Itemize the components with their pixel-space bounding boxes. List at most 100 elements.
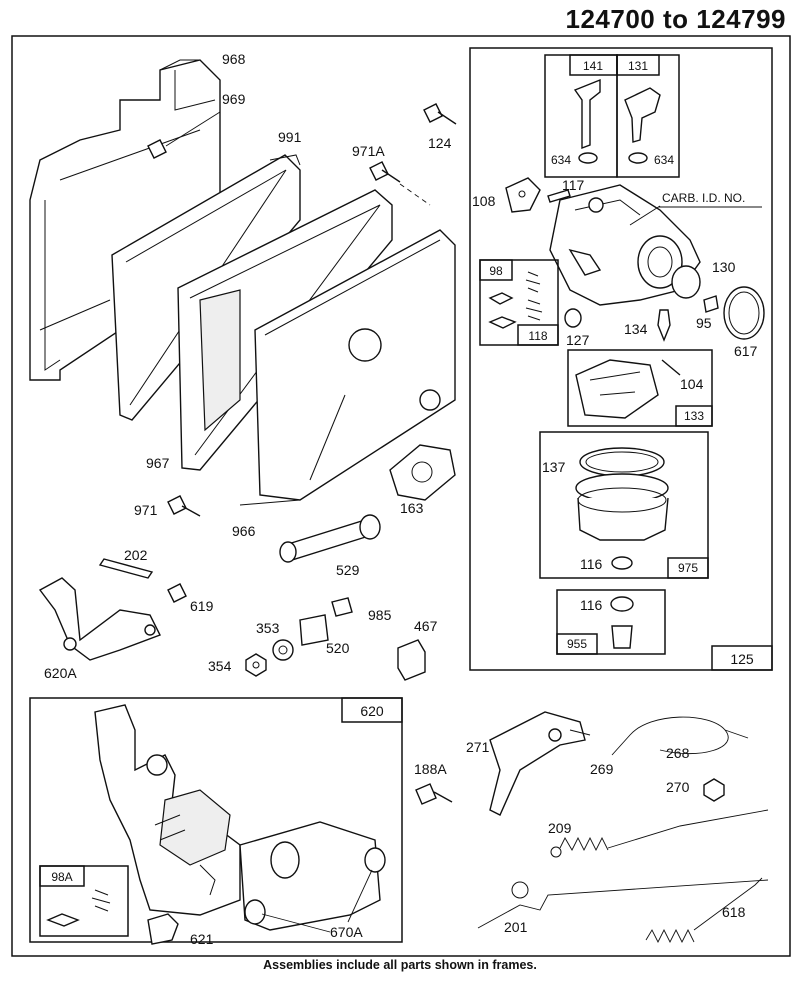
throttle-plate-130 [671,265,701,299]
label-134: 134 [624,321,648,337]
label-991: 991 [278,129,302,145]
nut-270 [703,778,725,802]
label-520: 520 [326,640,350,656]
diagram-title: 124700 to 124799 [565,4,786,34]
label-124: 124 [428,135,452,151]
bolt-124 [423,103,457,125]
frame-label-141: 141 [583,59,603,73]
frame-label-131: 131 [628,59,648,73]
label-620A: 620A [44,665,77,681]
label-634-b: 634 [654,153,674,167]
label-137: 137 [542,459,566,475]
washer-353 [272,639,294,661]
nut-354 [245,653,267,677]
bolt-971A [369,161,431,206]
gasket-163 [389,444,456,501]
leader-670A-2 [347,869,373,923]
frame-label-125: 125 [730,651,754,667]
frame-label-98A: 98A [51,870,72,884]
carb-id-leader [629,205,661,226]
label-117: 117 [562,177,585,193]
screw-kit-98A-frame: 98A [39,865,129,937]
label-95: 95 [696,315,712,331]
label-971A: 971A [352,143,385,159]
label-971: 971 [134,502,158,518]
frame-label-118: 118 [528,329,547,343]
breather-tube-529 [279,514,381,563]
label-271: 271 [466,739,490,755]
label-354: 354 [208,658,232,674]
frame-label-975: 975 [678,561,698,575]
plug-127 [564,308,582,328]
label-127: 127 [566,332,590,348]
label-634-a: 634 [551,153,571,167]
governor-lever-620A [38,577,161,661]
air-cleaner-base-966 [239,229,456,506]
label-617: 617 [734,343,758,359]
label-967: 967 [146,455,170,471]
choke-shaft-117 [547,189,571,203]
label-529: 529 [336,562,360,578]
screw-188A [415,783,453,805]
screw-95 [703,295,719,313]
needle-valve-131-frame: 131 [616,54,680,178]
needle-134 [657,309,671,342]
spring-209 [550,809,769,858]
label-619: 619 [190,598,214,614]
label-270: 270 [666,779,690,795]
control-bracket-620 [94,704,241,916]
frame-label-955: 955 [567,637,587,651]
label-269: 269 [590,761,614,777]
label-268: 268 [666,745,690,761]
carburetor-body [549,184,701,306]
footer-note: Assemblies include all parts shown in fr… [263,958,537,972]
screw-619 [167,583,187,603]
frame-label-620: 620 [360,703,384,719]
label-202: 202 [124,547,148,563]
diagram-border [11,35,791,957]
clip-621 [147,913,179,945]
label-968: 968 [222,51,246,67]
link-202 [98,558,154,579]
needle-valve-141-frame: 141 [544,54,618,178]
label-353: 353 [256,620,280,636]
carb-id-label: CARB. I.D. NO. [662,191,745,205]
label-618: 618 [722,904,746,920]
governor-link-201 [477,879,769,929]
label-163: 163 [400,500,424,516]
carburetor-kit-frame [469,47,773,671]
float-bowl-975-frame: 975 [539,431,709,579]
label-467: 467 [414,618,438,634]
label-621: 621 [190,931,214,947]
cable-268 [611,716,749,756]
screw-kit-98-frame: 98 118 [479,259,559,346]
label-188A: 188A [414,761,447,777]
control-assembly-label-box [341,697,403,723]
cap-467 [397,639,426,681]
carburetor-kit-label-box [711,645,773,671]
frame-label-133: 133 [684,409,704,423]
terminal-985 [331,597,353,617]
label-130: 130 [712,259,736,275]
float-133-frame: 133 [567,349,713,427]
label-670A: 670A [330,924,363,940]
label-201: 201 [504,919,528,935]
switch-520 [299,614,329,646]
oring-617 [723,286,765,340]
label-108: 108 [472,193,496,209]
label-966: 966 [232,523,256,539]
label-209: 209 [548,820,572,836]
frame-label-98: 98 [489,264,503,278]
bolt-971 [167,495,201,517]
label-116-b: 116 [580,597,603,613]
control-plate [239,821,386,931]
label-116-a: 116 [580,556,603,572]
leader-670A [261,913,331,933]
spring-618 [645,877,763,944]
control-assembly-frame [29,697,403,943]
label-969: 969 [222,91,246,107]
throttle-lever-271 [489,711,591,816]
screw-969 [147,111,221,159]
label-104: 104 [680,376,704,392]
